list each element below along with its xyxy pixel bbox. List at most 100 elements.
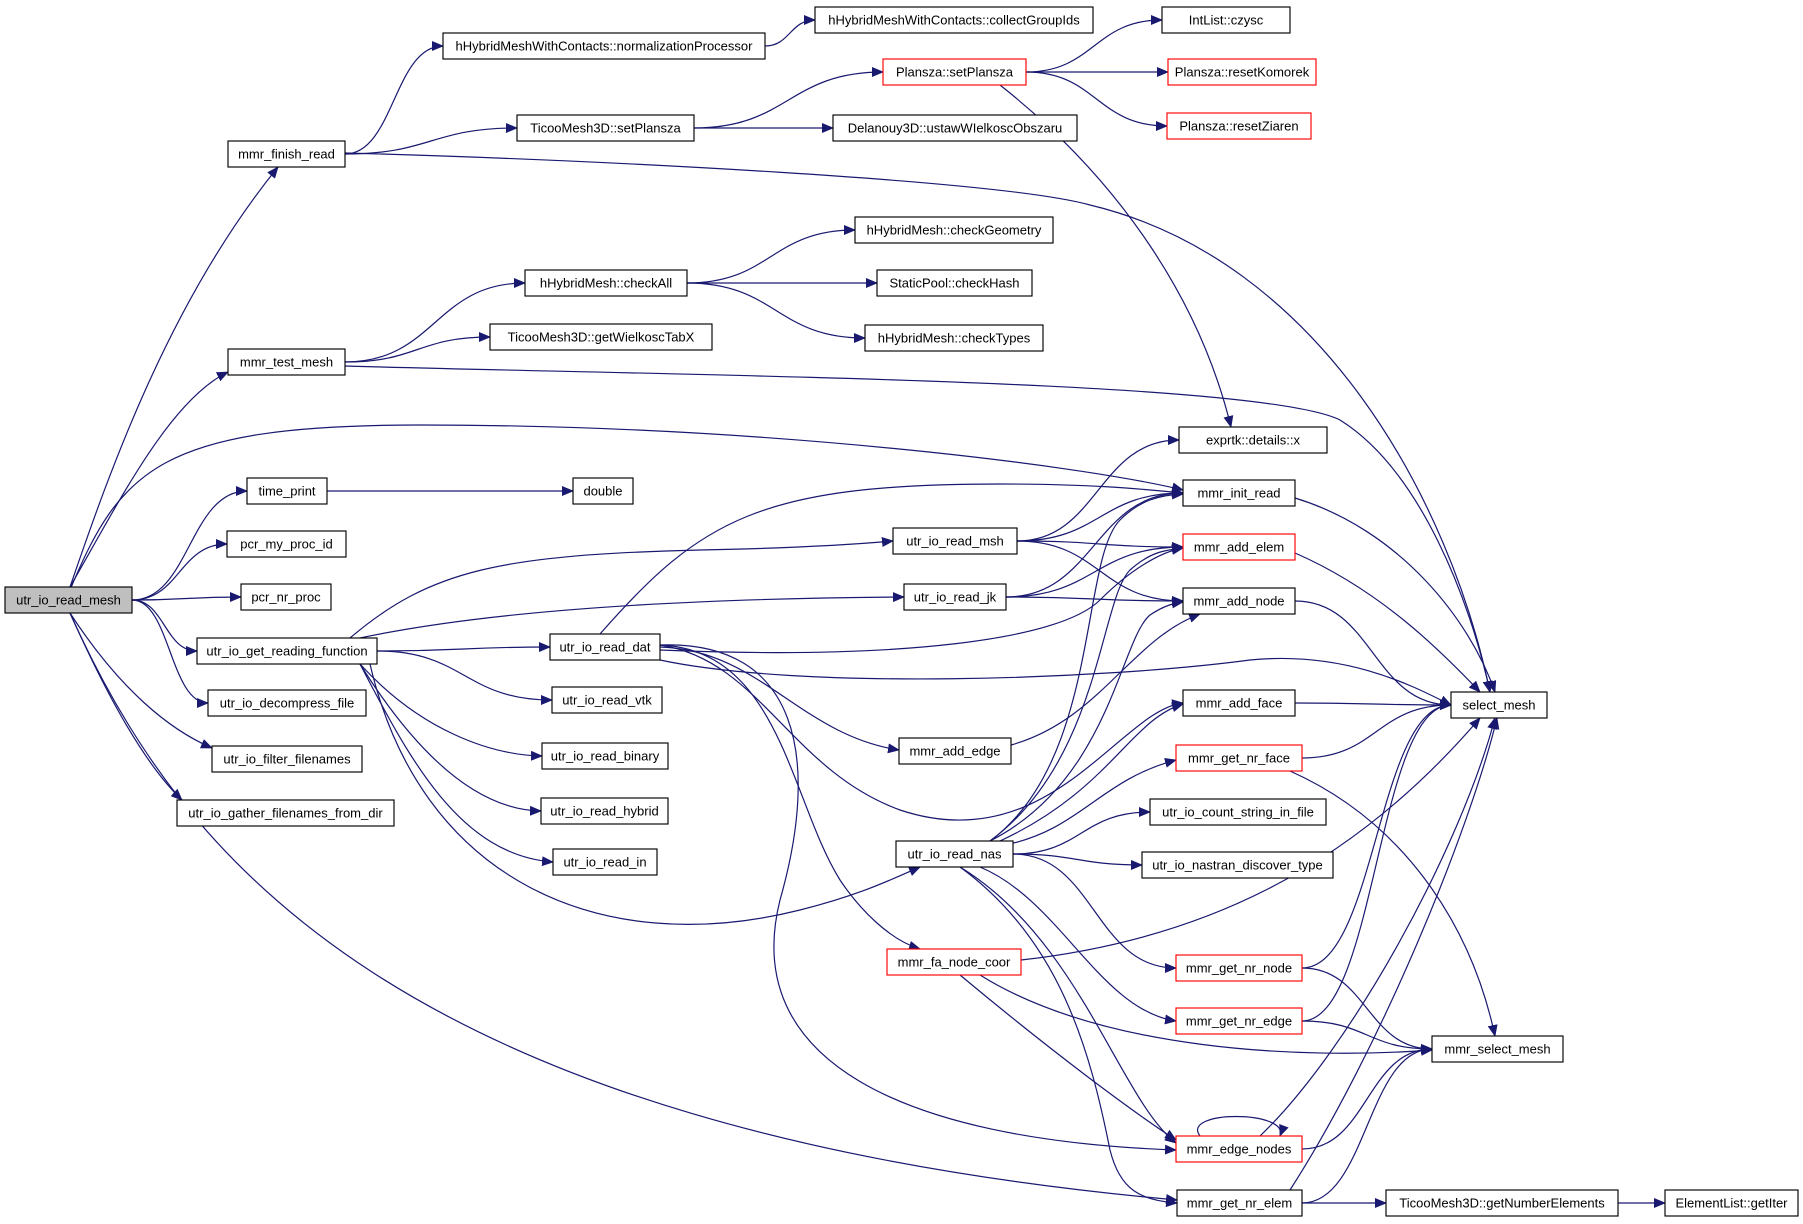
node-read-binary[interactable]: utr_io_read_binary <box>541 742 669 770</box>
node-check-types[interactable]: hHybridMesh::checkTypes <box>864 324 1044 352</box>
node-read-in[interactable]: utr_io_read_in <box>552 848 658 876</box>
node-fa-node-coor[interactable]: mmr_fa_node_coor <box>886 948 1022 976</box>
node-read-hybrid[interactable]: utr_io_read_hybrid <box>540 797 669 825</box>
node-finish-read[interactable]: mmr_finish_read <box>227 140 346 168</box>
node-get-reading[interactable]: utr_io_get_reading_function <box>196 637 378 665</box>
node-mmr-select-mesh[interactable]: mmr_select_mesh <box>1431 1035 1564 1063</box>
node-label: utr_io_get_reading_function <box>206 644 367 659</box>
edge-root-to-time_print <box>131 486 248 601</box>
node-set-plansza[interactable]: Plansza::setPlansza <box>882 58 1027 86</box>
node-filter-fn[interactable]: utr_io_filter_filenames <box>211 745 363 773</box>
edge-set_plansza_t-to-set_plansza <box>693 67 884 129</box>
edge-read_dat-to-add_face <box>659 644 1184 821</box>
node-double[interactable]: double <box>572 477 634 505</box>
node-norm-proc[interactable]: hHybridMeshWithContacts::normalizationPr… <box>442 32 766 60</box>
node-box <box>1167 58 1317 86</box>
node-set-plansza-t[interactable]: TicooMesh3D::setPlansza <box>516 114 695 142</box>
node-get-nr-node[interactable]: mmr_get_nr_node <box>1175 954 1303 982</box>
node-get-nr-face[interactable]: mmr_get_nr_face <box>1175 744 1303 772</box>
node-add-face[interactable]: mmr_add_face <box>1182 689 1296 717</box>
node-label: mmr_finish_read <box>238 147 335 162</box>
node-get-wielkosc[interactable]: TicooMesh3D::getWielkoscTabX <box>489 323 713 351</box>
node-decompress[interactable]: utr_io_decompress_file <box>207 689 367 717</box>
node-reset-ziaren[interactable]: Plansza::resetZiaren <box>1166 112 1312 140</box>
node-box <box>246 477 328 505</box>
node-get-num-elems[interactable]: TicooMesh3D::getNumberElements <box>1385 1189 1619 1217</box>
edge-set_plansza-to-reset_ziaren <box>1025 71 1168 131</box>
edge-check_all-to-check_geom <box>686 225 856 284</box>
node-label: hHybridMeshWithContacts::normalizationPr… <box>456 39 754 54</box>
node-label: utr_io_read_vtk <box>562 693 652 708</box>
node-check-hash[interactable]: StaticPool::checkHash <box>876 269 1033 297</box>
node-check-all[interactable]: hHybridMesh::checkAll <box>524 269 688 297</box>
node-pcr-my-proc[interactable]: pcr_my_proc_id <box>226 530 347 558</box>
node-label: hHybridMesh::checkTypes <box>878 331 1031 346</box>
node-label: mmr_add_node <box>1193 594 1284 609</box>
node-czysc[interactable]: IntList::czysc <box>1161 6 1291 34</box>
node-get-nr-edge[interactable]: mmr_get_nr_edge <box>1175 1007 1303 1035</box>
edge-add_elem-to-select_mesh <box>1294 552 1481 693</box>
node-test-mesh[interactable]: mmr_test_mesh <box>227 348 346 376</box>
node-box <box>516 114 695 142</box>
node-box <box>814 6 1094 34</box>
node-init-read[interactable]: mmr_init_read <box>1182 479 1296 507</box>
edge-root-to-init_read <box>69 424 1184 591</box>
node-reset-komorek[interactable]: Plansza::resetKomorek <box>1167 58 1317 86</box>
node-ustaw[interactable]: Delanouy3D::ustawWIelkoscObszaru <box>832 114 1078 142</box>
edge-get_reading-to-read_msh <box>349 537 894 639</box>
node-read-vtk[interactable]: utr_io_read_vtk <box>551 686 663 714</box>
node-label: utr_io_read_mesh <box>16 593 121 608</box>
node-get-nr-elem[interactable]: mmr_get_nr_elem <box>1176 1189 1303 1217</box>
node-label: exprtk::details::x <box>1206 433 1300 448</box>
node-box <box>854 216 1054 244</box>
node-box <box>572 477 634 505</box>
edge-root-to-gather_fn <box>69 612 183 801</box>
edge-root-to-pcr_nr_proc <box>131 592 242 603</box>
node-edge-nodes[interactable]: mmr_edge_nodes <box>1175 1135 1303 1163</box>
node-read-dat[interactable]: utr_io_read_dat <box>549 633 661 661</box>
node-nastran[interactable]: utr_io_nastran_discover_type <box>1141 851 1334 879</box>
node-select-mesh[interactable]: select_mesh <box>1450 691 1548 719</box>
edge-read_dat-to-add_edge <box>659 646 900 754</box>
edge-read_nas-to-add_elem <box>989 544 1184 842</box>
node-add-node[interactable]: mmr_add_node <box>1182 587 1296 615</box>
node-label: pcr_my_proc_id <box>240 537 333 552</box>
node-check-geom[interactable]: hHybridMesh::checkGeometry <box>854 216 1054 244</box>
node-box <box>549 633 661 661</box>
node-exprtk-x[interactable]: exprtk::details::x <box>1178 426 1328 454</box>
edge-root-to-decompress <box>131 599 209 708</box>
node-gather-fn[interactable]: utr_io_gather_filenames_from_dir <box>176 799 395 827</box>
edge-edge_nodes-to-edge_nodes <box>1197 1115 1289 1137</box>
node-read-jk[interactable]: utr_io_read_jk <box>903 583 1007 611</box>
node-count-string[interactable]: utr_io_count_string_in_file <box>1149 798 1327 826</box>
node-box <box>240 583 332 611</box>
edge-finish_read-to-select_mesh <box>344 152 1493 693</box>
node-box <box>541 742 669 770</box>
node-label: utr_io_filter_filenames <box>223 752 351 767</box>
edge-get_reading-to-read_jk <box>359 592 905 639</box>
edge-test_mesh-to-select_mesh <box>344 365 1493 693</box>
edge-norm_proc-to-collect_ids <box>764 15 816 47</box>
node-add-elem[interactable]: mmr_add_elem <box>1182 533 1296 561</box>
edge-read_nas-to-add_node <box>989 598 1184 842</box>
node-read-msh[interactable]: utr_io_read_msh <box>892 527 1018 555</box>
node-read-nas[interactable]: utr_io_read_nas <box>895 840 1014 868</box>
node-get-iter[interactable]: ElementList::getIter <box>1664 1189 1799 1217</box>
node-box <box>211 745 363 773</box>
edge-get_reading-to-read_in <box>359 663 554 867</box>
node-label: TicooMesh3D::getNumberElements <box>1399 1196 1605 1211</box>
node-collect-ids[interactable]: hHybridMeshWithContacts::collectGroupIds <box>814 6 1094 34</box>
node-root[interactable]: utr_io_read_mesh <box>4 586 133 614</box>
node-box <box>864 324 1044 352</box>
edge-read_dat-to-edge_nodes <box>659 644 1177 1155</box>
node-pcr-nr-proc[interactable]: pcr_nr_proc <box>240 583 332 611</box>
edge-read_nas-to-count_string <box>1012 807 1151 855</box>
node-label: IntList::czysc <box>1189 13 1264 28</box>
edge-read_nas-to-get_nr_edge <box>979 866 1177 1025</box>
node-label: utr_io_count_string_in_file <box>1162 805 1314 820</box>
node-time-print[interactable]: time_print <box>246 477 328 505</box>
edge-finish_read-to-norm_proc <box>344 41 444 155</box>
node-add-edge[interactable]: mmr_add_edge <box>898 737 1012 765</box>
edge-layer <box>69 15 1666 1208</box>
